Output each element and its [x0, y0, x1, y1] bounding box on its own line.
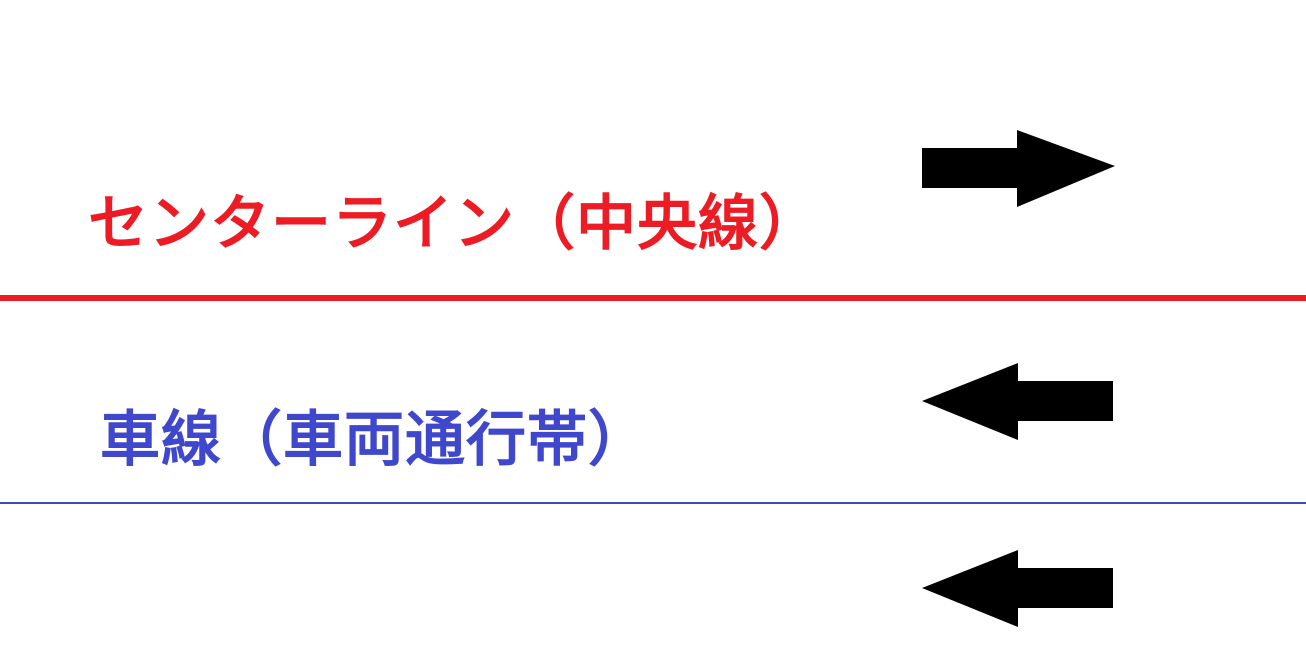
lane-label: 車線（車両通行帯） [100, 405, 649, 475]
arrow-right-icon [922, 130, 1115, 207]
arrow-left-icon [922, 363, 1113, 440]
center-line [0, 295, 1306, 301]
center-line-label: センターライン（中央線） [88, 189, 820, 259]
lane-divider-line [0, 502, 1306, 504]
arrow-left-icon [922, 550, 1113, 627]
